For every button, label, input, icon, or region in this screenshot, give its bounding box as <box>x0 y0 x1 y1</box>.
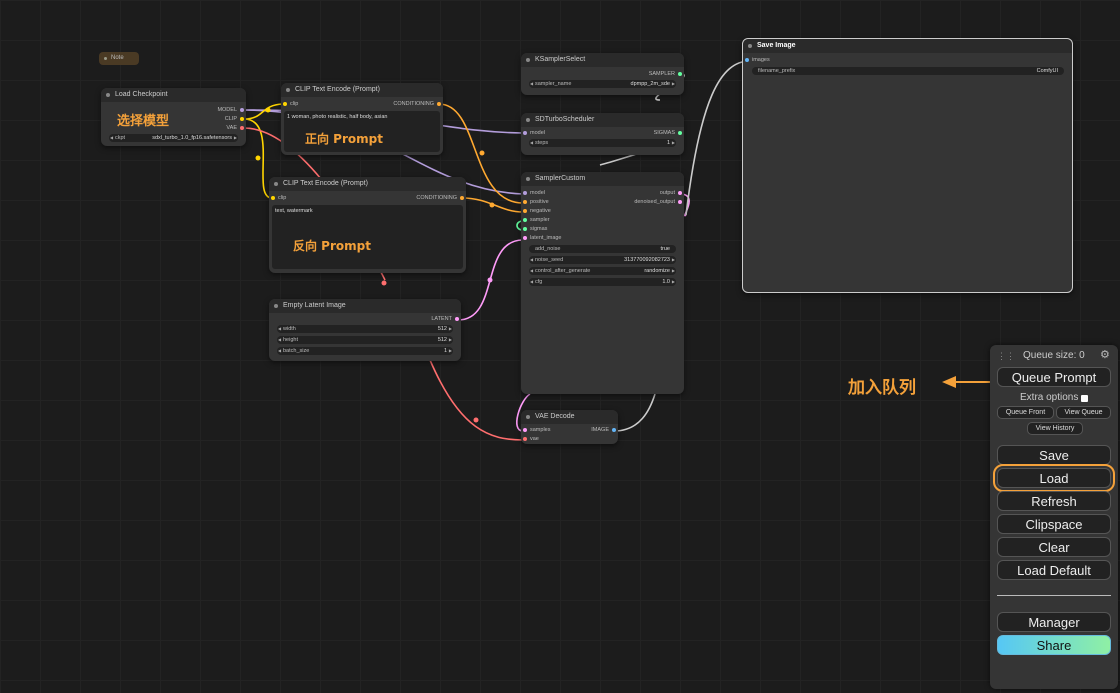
conditioning-output[interactable]: CONDITIONING <box>416 194 464 202</box>
clipspace-button[interactable]: Clipspace <box>997 514 1111 534</box>
extra-options-label: Extra options <box>1020 392 1079 403</box>
ksampler-select-node[interactable]: KSamplerSelect SAMPLER sampler_namedpmpp… <box>521 53 684 95</box>
denoised-output-port[interactable]: denoised_output <box>634 198 682 206</box>
queue-prompt-button[interactable]: Queue Prompt <box>997 367 1111 387</box>
queue-annotation: 加入队列 <box>848 378 916 398</box>
model-input[interactable]: model <box>523 129 545 137</box>
queue-size-label: Queue size: 0 <box>1023 350 1085 361</box>
positive-input[interactable]: positive <box>523 198 549 206</box>
load-button[interactable]: Load <box>993 464 1115 492</box>
view-queue-button[interactable]: View Queue <box>1056 406 1111 419</box>
menu-divider <box>997 595 1111 596</box>
images-input[interactable]: images <box>745 56 770 64</box>
ckpt-name-widget[interactable]: ckpt sdxl_turbo_1.0_fp16.safetensors <box>109 134 238 142</box>
clip-input[interactable]: clip <box>283 100 298 108</box>
node-title: Load Checkpoint <box>101 88 246 102</box>
load-checkpoint-node[interactable]: Load Checkpoint MODEL CLIP VAE ckpt sdxl… <box>101 88 246 146</box>
clip-output[interactable]: CLIP <box>225 115 244 123</box>
sampler-output[interactable]: SAMPLER <box>649 70 682 78</box>
refresh-button[interactable]: Refresh <box>997 491 1111 511</box>
share-button[interactable]: Share <box>997 635 1111 655</box>
prompt-textarea[interactable]: 1 woman, photo realistic, half body, asi… <box>284 111 440 152</box>
samples-input[interactable]: samples <box>523 426 550 434</box>
load-default-button[interactable]: Load Default <box>997 560 1111 580</box>
clip-text-encode-positive-node[interactable]: CLIP Text Encode (Prompt) clip CONDITION… <box>281 83 443 155</box>
sigmas-output[interactable]: SIGMAS <box>654 129 682 137</box>
model-input[interactable]: model <box>523 189 545 197</box>
positive-prompt-annotation: 正向 Prompt <box>305 132 383 146</box>
vae-input[interactable]: vae <box>523 435 539 443</box>
queue-front-button[interactable]: Queue Front <box>997 406 1054 419</box>
negative-prompt-annotation: 反向 Prompt <box>293 239 371 253</box>
sampler-custom-node[interactable]: SamplerCustom model positive negative sa… <box>521 172 684 394</box>
node-title: SamplerCustom <box>521 172 684 186</box>
node-title: Empty Latent Image <box>269 299 461 313</box>
drag-handle-icon[interactable]: ⋮⋮ <box>997 351 1015 361</box>
node-title: KSamplerSelect <box>521 53 684 67</box>
node-title: CLIP Text Encode (Prompt) <box>281 83 443 97</box>
vae-output[interactable]: VAE <box>226 124 244 132</box>
save-button[interactable]: Save <box>997 445 1111 465</box>
node-title: VAE Decode <box>521 410 618 424</box>
latent-image-input[interactable]: latent_image <box>523 234 562 242</box>
model-output[interactable]: MODEL <box>217 106 244 114</box>
latent-output[interactable]: LATENT <box>431 315 459 323</box>
node-title: Save Image <box>743 39 1072 53</box>
negative-input[interactable]: negative <box>523 207 551 215</box>
select-model-annotation: 选择模型 <box>117 114 170 129</box>
node-title: CLIP Text Encode (Prompt) <box>269 177 466 191</box>
clear-button[interactable]: Clear <box>997 537 1111 557</box>
view-history-button[interactable]: View History <box>1027 422 1083 435</box>
extra-options-checkbox[interactable] <box>1081 395 1088 402</box>
sampler-input[interactable]: sampler <box>523 216 550 224</box>
queue-menu-panel: ⋮⋮ Queue size: 0 ⚙ Queue Prompt Extra op… <box>990 345 1118 689</box>
conditioning-output[interactable]: CONDITIONING <box>393 100 441 108</box>
node-title: SDTurboScheduler <box>521 113 684 127</box>
prompt-textarea[interactable]: text, watermark <box>272 205 463 269</box>
clip-input[interactable]: clip <box>271 194 286 202</box>
note-node[interactable]: Note <box>99 52 139 65</box>
image-output[interactable]: IMAGE <box>591 426 616 434</box>
settings-gear-icon[interactable]: ⚙ <box>1100 349 1110 361</box>
output-port[interactable]: output <box>660 189 682 197</box>
sigmas-input[interactable]: sigmas <box>523 225 547 233</box>
clip-text-encode-negative-node[interactable]: CLIP Text Encode (Prompt) clip CONDITION… <box>269 177 466 273</box>
vae-decode-node[interactable]: VAE Decode samples vae IMAGE <box>521 410 618 444</box>
manager-button[interactable]: Manager <box>997 612 1111 632</box>
